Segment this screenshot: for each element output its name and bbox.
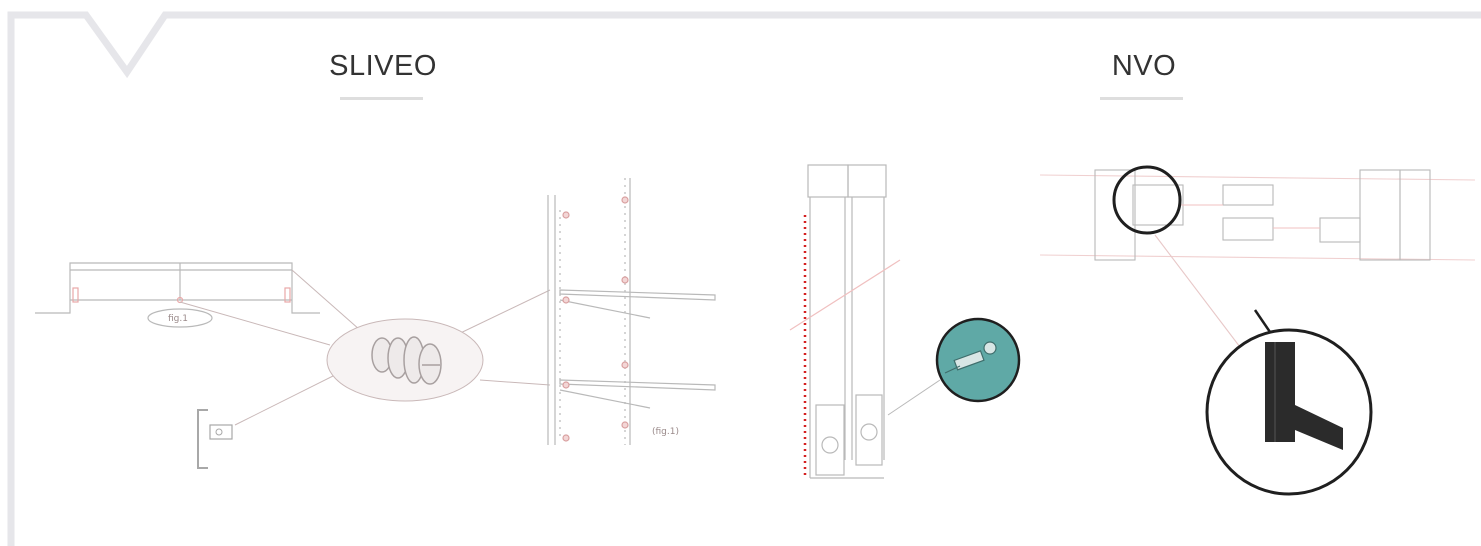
section-title-nvo: NVO [1111,50,1177,82]
magnifier-circle-small-icon [1112,165,1182,235]
section-title-sliveo: SLIVEO [329,50,437,82]
dark-corner-profile [1265,342,1343,450]
fig-label-rails: (fig.1) [652,427,679,437]
sliveo-plan-view [35,262,320,328]
section-underline-nvo [1100,97,1183,100]
nvo-profile-drawing [1039,165,1476,496]
nvo-vertical-section [789,164,1021,479]
fig-label-plan: fig.1 [168,314,188,324]
sliveo-technical-drawing: fig.1 [35,178,716,469]
section-underline-sliveo [340,97,423,100]
sliveo-profile-bracket [197,409,233,469]
sliveo-rails-perspective [547,178,716,445]
bracket-notch-icon [7,11,1481,546]
screw-detail-magnifier [179,269,551,426]
